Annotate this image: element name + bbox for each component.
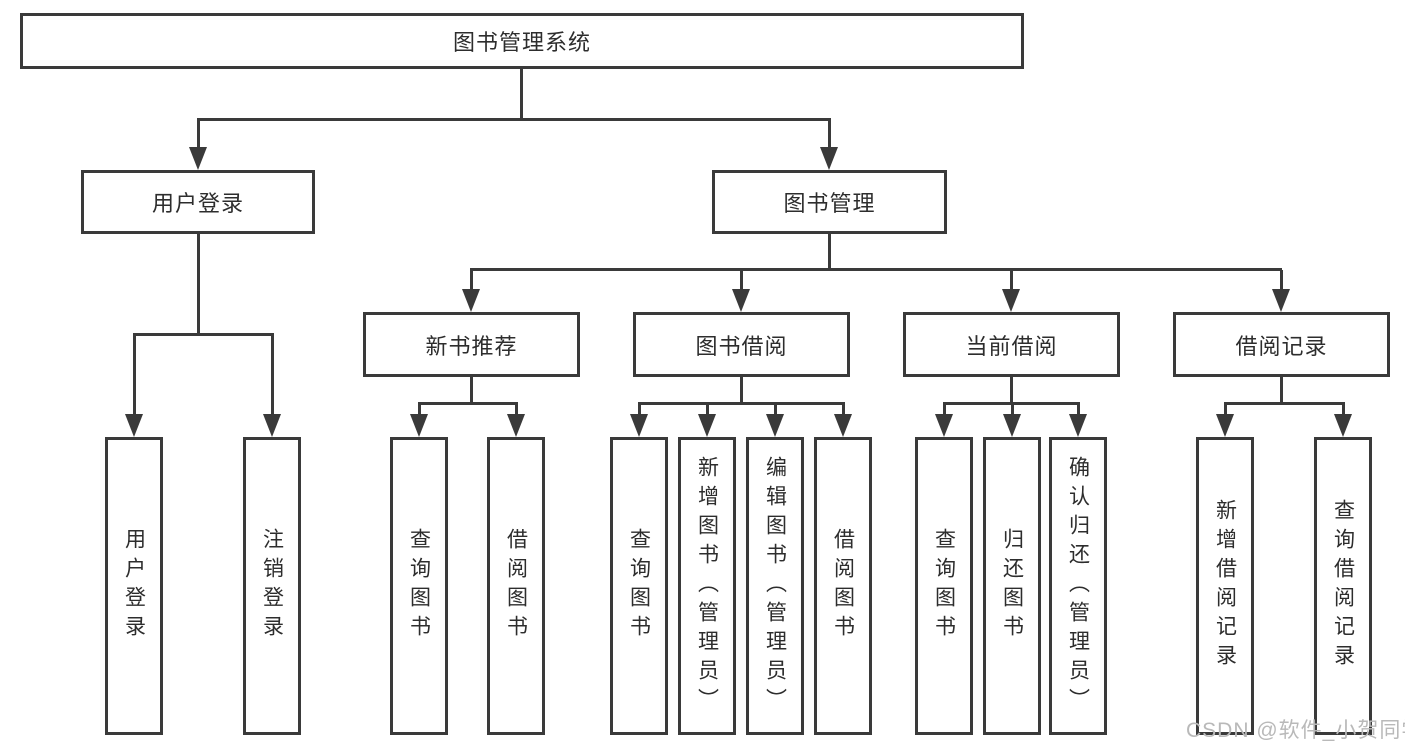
leaf-label: 新增图书（管理员） [695, 455, 719, 717]
connector-drop-line [418, 404, 421, 416]
arrowhead-down [1069, 414, 1087, 437]
node-book-management: 图书管理 [712, 170, 947, 234]
leaf-query-books: 查询图书 [390, 437, 448, 735]
arrowhead-down [1002, 289, 1020, 312]
arrowhead-down [630, 414, 648, 437]
arrowhead-down [507, 414, 525, 437]
connector-drop-line [271, 335, 274, 416]
connector-drop-line [1011, 404, 1014, 416]
connector-drop-line [515, 404, 518, 416]
leaf-logout: 注销登录 [243, 437, 301, 735]
leaf-label: 查询借阅记录 [1331, 499, 1355, 673]
connector-drop-line [470, 270, 473, 291]
connector-drop-line [943, 404, 946, 416]
arrowhead-down [766, 414, 784, 437]
connector-book-management-stem [828, 234, 831, 270]
leaf-label: 借阅图书 [831, 528, 855, 644]
leaf-borrow-book-2: 借阅图书 [814, 437, 872, 735]
connector-group-branch [638, 402, 845, 405]
connector-drop-line [706, 404, 709, 416]
node-new-book-recommend: 新书推荐 [363, 312, 580, 377]
leaf-query-books-3: 查询图书 [915, 437, 973, 735]
connector-group-stem [1280, 377, 1283, 404]
connector-group-stem [1010, 377, 1013, 404]
arrowhead-down [1334, 414, 1352, 437]
arrowhead-down [125, 414, 143, 437]
leaf-query-borrow-record: 查询借阅记录 [1314, 437, 1372, 735]
leaf-add-book-admin: 新增图书（管理员） [678, 437, 736, 735]
node-borrow-record: 借阅记录 [1173, 312, 1390, 377]
leaf-label: 查询图书 [932, 528, 956, 644]
connector-user-login-branch [133, 333, 274, 336]
arrowhead-down [1272, 289, 1290, 312]
leaf-label: 查询图书 [407, 528, 431, 644]
arrowhead-down [698, 414, 716, 437]
leaf-return-book: 归还图书 [983, 437, 1041, 735]
leaf-label: 编辑图书（管理员） [763, 455, 787, 717]
connector-drop-line [1280, 270, 1283, 291]
connector-drop-line [1077, 404, 1080, 416]
arrowhead-down [189, 147, 207, 170]
arrowhead-down [1216, 414, 1234, 437]
leaf-user-login: 用户登录 [105, 437, 163, 735]
connector-drop-line [774, 404, 777, 416]
leaf-label: 借阅图书 [504, 528, 528, 644]
leaf-confirm-return-admin: 确认归还（管理员） [1049, 437, 1107, 735]
connector-drop-line [1342, 404, 1345, 416]
arrowhead-down [820, 147, 838, 170]
connector-book-management-branch [470, 268, 1282, 271]
node-book-borrow: 图书借阅 [633, 312, 850, 377]
connector-drop-line [197, 120, 200, 150]
connector-group-branch [943, 402, 1080, 405]
node-user-login: 用户登录 [81, 170, 315, 234]
connector-root-stem [520, 68, 523, 120]
arrowhead-down [834, 414, 852, 437]
arrowhead-down [732, 289, 750, 312]
leaf-add-borrow-record: 新增借阅记录 [1196, 437, 1254, 735]
leaf-edit-book-admin: 编辑图书（管理员） [746, 437, 804, 735]
leaf-label: 查询图书 [627, 528, 651, 644]
arrowhead-down [935, 414, 953, 437]
connector-drop-line [828, 120, 831, 150]
connector-drop-line [133, 335, 136, 416]
leaf-label: 用户登录 [122, 528, 146, 644]
connector-drop-line [740, 270, 743, 291]
leaf-label: 归还图书 [1000, 528, 1024, 644]
leaf-label: 注销登录 [260, 528, 284, 644]
arrowhead-down [462, 289, 480, 312]
connector-group-stem [740, 377, 743, 404]
connector-group-branch [1224, 402, 1345, 405]
connector-group-stem [470, 377, 473, 404]
connector-root-branch [197, 118, 831, 121]
connector-drop-line [638, 404, 641, 416]
connector-drop-line [1010, 270, 1013, 291]
arrowhead-down [1003, 414, 1021, 437]
leaf-label: 确认归还（管理员） [1066, 455, 1090, 717]
csdn-watermark: CSDN @软件_小贺同学 [1186, 719, 1405, 742]
arrowhead-down [410, 414, 428, 437]
connector-drop-line [842, 404, 845, 416]
leaf-query-books-2: 查询图书 [610, 437, 668, 735]
leaf-borrow-book: 借阅图书 [487, 437, 545, 735]
connector-user-login-stem [197, 234, 200, 335]
connector-drop-line [1224, 404, 1227, 416]
leaf-label: 新增借阅记录 [1213, 499, 1237, 673]
node-library-management-system: 图书管理系统 [20, 13, 1024, 69]
connector-group-branch [418, 402, 518, 405]
node-current-borrow: 当前借阅 [903, 312, 1120, 377]
arrowhead-down [263, 414, 281, 437]
